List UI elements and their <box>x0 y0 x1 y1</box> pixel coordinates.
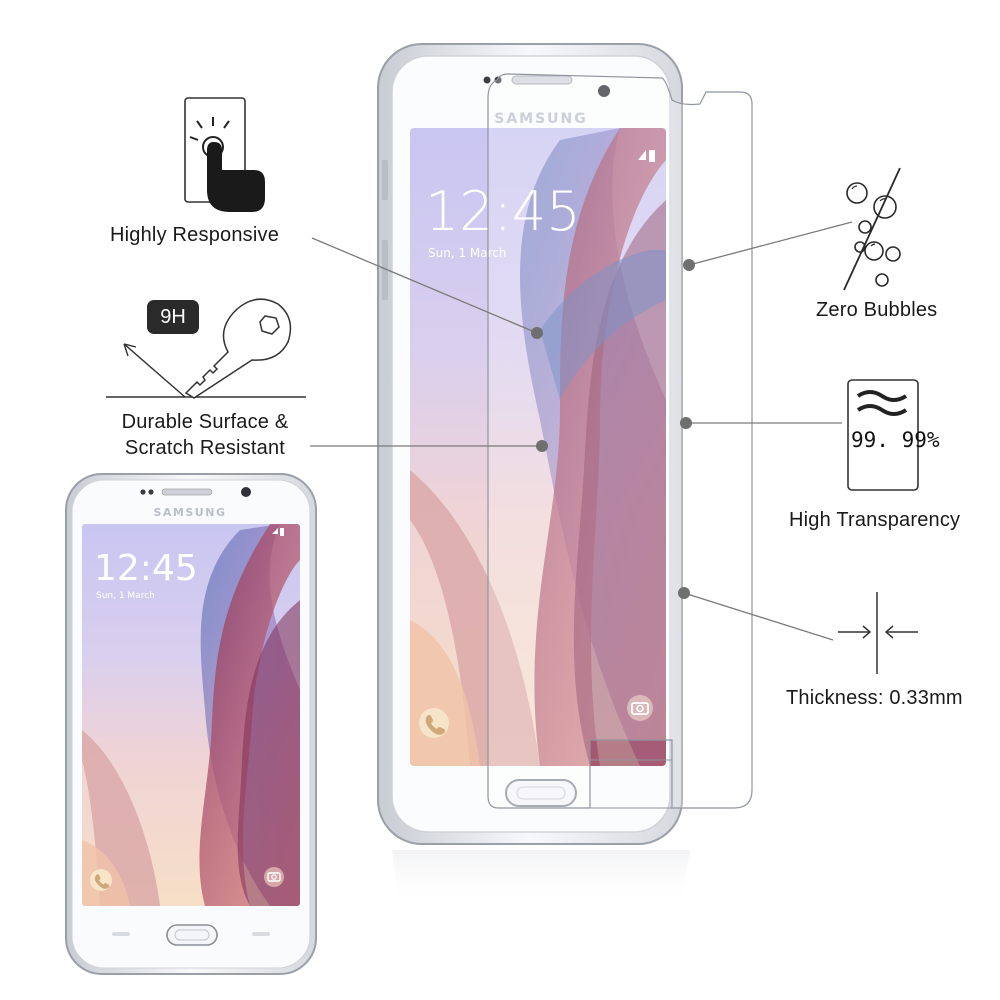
thickness-arrows-icon <box>838 592 918 674</box>
hardness-badge-text: 9H <box>160 306 186 328</box>
glass-protector <box>487 73 753 809</box>
svg-text:Sun, 1 March: Sun, 1 March <box>428 246 507 260</box>
svg-text:Sun, 1 March: Sun, 1 March <box>96 591 155 601</box>
phone-icon <box>90 869 112 891</box>
durable-surface-line2: Scratch Resistant <box>124 437 286 459</box>
svg-text:12:45: 12:45 <box>425 180 581 243</box>
transparency-value: 99. 99% <box>851 428 940 452</box>
key-scratch-icon <box>106 298 306 399</box>
camera-icon <box>264 867 284 887</box>
leader-lines <box>310 221 853 641</box>
phone-icon <box>419 708 449 738</box>
svg-text:12:45: 12:45 <box>94 548 198 589</box>
zero-bubbles-label: Zero Bubbles <box>816 299 938 321</box>
highly-responsive-label: Highly Responsive <box>110 224 280 246</box>
bubbles-crossed-icon <box>843 167 901 291</box>
durable-surface-line1: Durable Surface & <box>121 411 289 433</box>
small-phone-brand: SAMSUNG <box>154 506 227 519</box>
large-phone: SAMSUNG 12:45 Sun, 1 March <box>377 43 690 910</box>
leader-dots <box>531 259 695 599</box>
thickness-label: Thickness: 0.33mm <box>786 687 963 709</box>
high-transparency-label: High Transparency <box>789 509 961 531</box>
transparency-card-icon <box>847 379 919 491</box>
camera-icon <box>627 695 653 721</box>
touch-finger-icon <box>184 97 265 212</box>
durable-surface-label: Durable Surface & Scratch Resistant <box>100 409 310 461</box>
small-phone: SAMSUNG 12:45 Sun, 1 March <box>65 473 317 975</box>
hardness-badge: 9H <box>147 300 199 334</box>
large-phone-brand: SAMSUNG <box>494 111 588 127</box>
